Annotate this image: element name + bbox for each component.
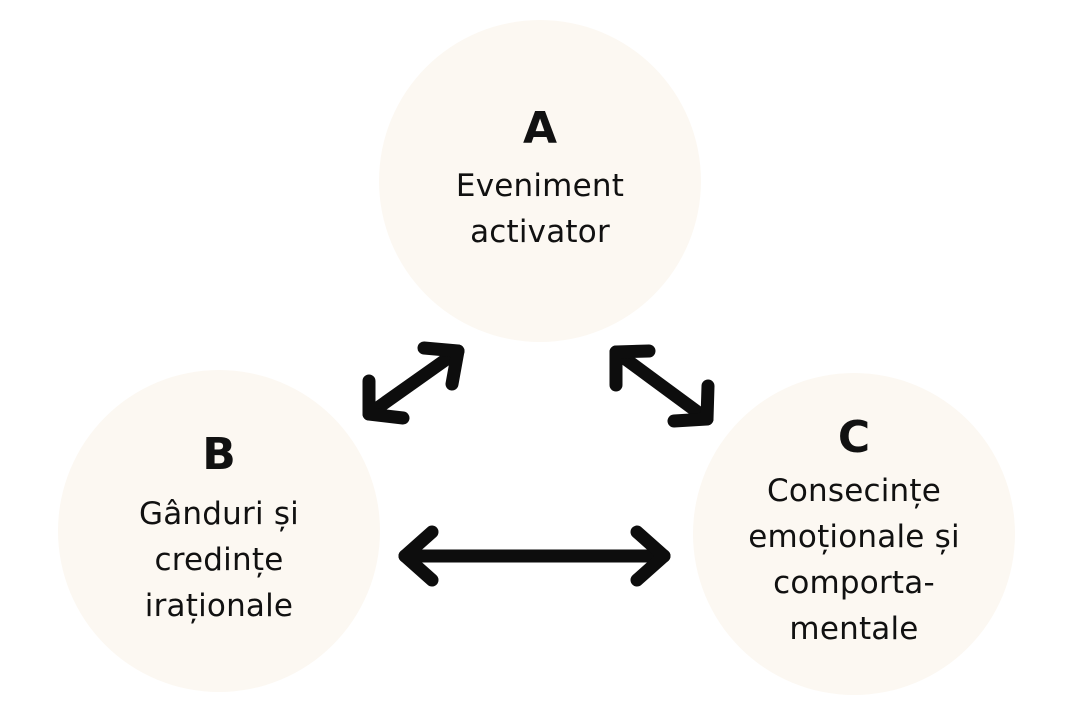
node-b-letter: B xyxy=(202,429,236,480)
node-c-letter: C xyxy=(837,412,871,463)
node-c-label-line: comporta- xyxy=(773,565,935,601)
node-c-label: Consecințe emoționale și comporta- menta… xyxy=(748,468,960,652)
node-b-label: Gânduri și credințe iraționale xyxy=(139,491,299,629)
node-b-label-line: iraționale xyxy=(144,588,294,624)
node-c-label-line: mentale xyxy=(789,611,919,647)
arrow-b-c xyxy=(398,525,671,587)
node-a-label-line: activator xyxy=(470,214,610,250)
node-b-label-line: credințe xyxy=(154,542,284,578)
node-a-label-line: Eveniment xyxy=(455,168,625,204)
node-b-beliefs: B Gânduri și credințe iraționale xyxy=(58,370,380,692)
node-c-label-line: emoționale și xyxy=(748,519,960,555)
node-c-consequences: C Consecințe emoționale și comporta- men… xyxy=(693,373,1015,695)
node-a-activating-event: A Eveniment activator xyxy=(379,20,701,342)
arrow-a-b xyxy=(362,341,465,425)
node-a-label: Eveniment activator xyxy=(456,163,624,255)
node-b-label-line: Gânduri și xyxy=(139,496,299,532)
node-c-label-line: Consecințe xyxy=(766,473,941,509)
arrow-a-c xyxy=(609,344,715,428)
node-a-letter: A xyxy=(522,103,558,154)
